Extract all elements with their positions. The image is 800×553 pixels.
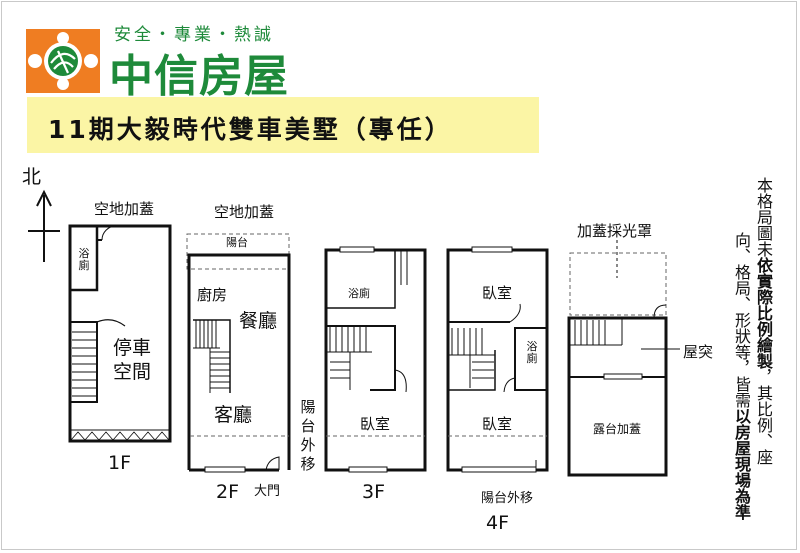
floor4-balcony-label: 陽台外移 xyxy=(481,491,534,506)
brand-name: 中信房屋 xyxy=(109,51,289,102)
floor2-living-label: 客廳 xyxy=(214,404,253,426)
floor4-bath-label: 浴廁 xyxy=(526,340,538,365)
floor3-stairs xyxy=(326,326,372,390)
brand-tagline: 安全・專業・熱誠 xyxy=(114,25,274,45)
roof-window xyxy=(603,373,643,380)
disclaimer-text-1b: 依實際比例繪製 xyxy=(754,257,773,369)
roof-door-swing xyxy=(653,304,667,319)
floor1-stair-door-arc xyxy=(96,319,126,327)
floor3-bath-wall xyxy=(326,250,396,309)
floor1-top-label: 空地加蓋 xyxy=(94,200,155,218)
floor2-stair-block xyxy=(193,319,231,393)
floor2-door-swing xyxy=(265,456,280,471)
floor2-balcony-label: 陽台 xyxy=(226,236,248,249)
floor4-window-bottom xyxy=(461,466,537,473)
disclaimer-text-1a: 本格局圖未 xyxy=(754,177,773,257)
floor4-stair-wall xyxy=(448,350,496,391)
floor3-bath-label: 浴廁 xyxy=(348,287,370,300)
floor1-stair-wall xyxy=(70,321,98,403)
disclaimer-column-1: 本格局圖未依實際比例繪製，其比例、座 xyxy=(754,177,773,465)
floor3-duct xyxy=(400,250,408,285)
roof-outline xyxy=(567,316,668,477)
floor2-stairs-upper xyxy=(193,320,220,349)
floor2-kitchen-label: 廚房 xyxy=(197,286,228,304)
floor1-door-swing xyxy=(101,225,117,241)
floor1-garage-door xyxy=(70,429,170,441)
floor2-outline xyxy=(187,253,291,470)
floor1-bath-label: 浴廁 xyxy=(78,247,90,272)
floor2-door-label: 大門 xyxy=(254,484,281,499)
floor3-bedroom-label: 臥室 xyxy=(360,415,391,433)
brand-logo xyxy=(26,29,100,93)
floor4-door-swing-2 xyxy=(503,377,516,393)
roof-skylight-label: 加蓋採光罩 xyxy=(577,222,653,240)
roof-annex-label: 屋突 xyxy=(683,343,714,361)
floor4-label: 4F xyxy=(486,512,510,534)
floor4-window-top xyxy=(471,246,513,253)
floor1-label: 1F xyxy=(108,452,132,474)
floor4-bath-wall xyxy=(514,327,548,391)
floor2-stairs-lower xyxy=(209,348,230,393)
floor3-outline xyxy=(324,248,427,472)
floor3-window-top xyxy=(339,246,375,253)
floor2-dining-label: 餐廳 xyxy=(239,310,278,332)
disclaimer-column-2: 向、格局、形狀等，皆需以房屋現場為準 xyxy=(732,232,751,520)
disclaimer-text-2a: 向、格局、形狀等，皆需 xyxy=(732,232,751,408)
title-banner xyxy=(27,97,539,153)
floor2-side-balcony-label: 陽台外移 xyxy=(300,398,316,473)
floor4-bedroom2-label: 臥室 xyxy=(482,415,513,433)
floor4-door-swing-1 xyxy=(509,303,521,323)
floor1-bath-wall xyxy=(70,226,99,292)
floor2-top-label: 空地加蓋 xyxy=(214,203,275,221)
roof-skylight-outline xyxy=(569,252,667,316)
floor3-door-swing xyxy=(394,369,407,393)
floor4-stairs xyxy=(448,328,495,388)
floor3-label: 3F xyxy=(362,481,386,503)
compass-north-label: 北 xyxy=(22,166,42,188)
floor1-stairs xyxy=(72,331,96,397)
roof-stairs xyxy=(569,318,623,346)
floor3-window-bottom xyxy=(348,466,388,473)
floor1-garage-label: 停車空間 xyxy=(113,337,152,383)
disclaimer-text-1c: ，其比例、座 xyxy=(754,369,773,465)
disclaimer-text-2b: 以房屋現場為準 xyxy=(732,408,751,520)
floor4-bedroom1-label: 臥室 xyxy=(482,284,513,302)
floor2-balcony-outline xyxy=(186,233,290,270)
floor2-window xyxy=(204,466,246,473)
listing-title: 11期大毅時代雙車美墅（專任） xyxy=(48,115,453,144)
north-arrow-icon xyxy=(36,189,52,207)
floor1-outline xyxy=(68,224,172,443)
floor2-label: 2F xyxy=(216,481,240,503)
roof-terrace-label: 露台加蓋 xyxy=(593,422,642,436)
floor1-garage-door-pattern xyxy=(70,431,170,441)
logo-emblem-icon xyxy=(26,29,100,93)
